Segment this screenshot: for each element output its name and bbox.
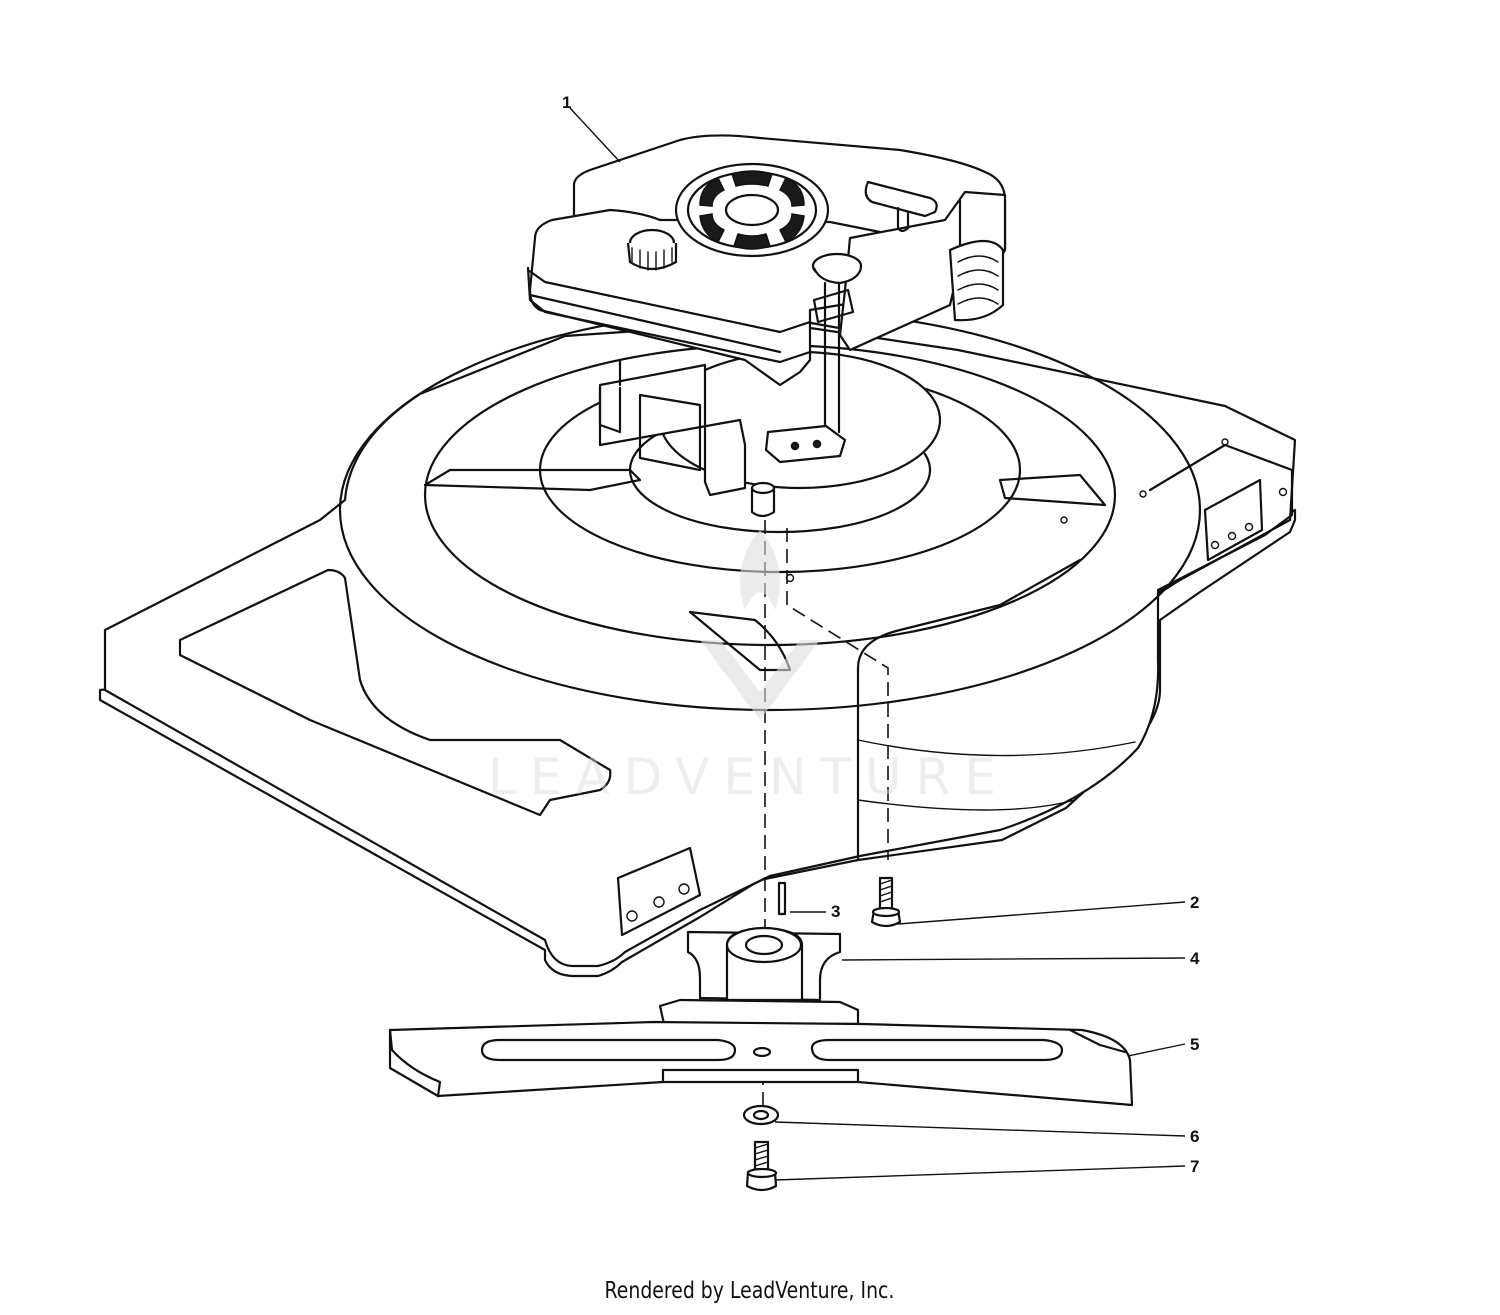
callout-2: 2	[1190, 893, 1199, 912]
mower-deck	[98, 308, 1297, 978]
callout-7: 7	[1190, 1157, 1199, 1176]
watermark-text: LEADVENTURE	[488, 748, 1010, 806]
watermark-logo-icon	[700, 530, 820, 720]
callout-3: 3	[831, 902, 840, 921]
blade-adapter	[658, 926, 860, 1026]
callout-5: 5	[1190, 1035, 1199, 1054]
callout-labels: 1 2 3 4 5 6 7	[562, 93, 1200, 1176]
engine	[526, 134, 1007, 518]
callout-4: 4	[1190, 949, 1200, 968]
washer	[742, 1104, 780, 1126]
leader-lines	[569, 107, 1186, 1181]
footer-credit: Rendered by LeadVenture, Inc.	[604, 1278, 895, 1304]
blade	[388, 1020, 1134, 1107]
callout-6: 6	[1190, 1127, 1199, 1146]
callout-1: 1	[562, 93, 571, 112]
blade-bolt	[745, 1140, 778, 1192]
bolt	[870, 876, 902, 928]
key	[777, 881, 787, 916]
watermark: LEADVENTURE	[488, 530, 1010, 806]
starter-vent-slots	[699, 170, 805, 250]
